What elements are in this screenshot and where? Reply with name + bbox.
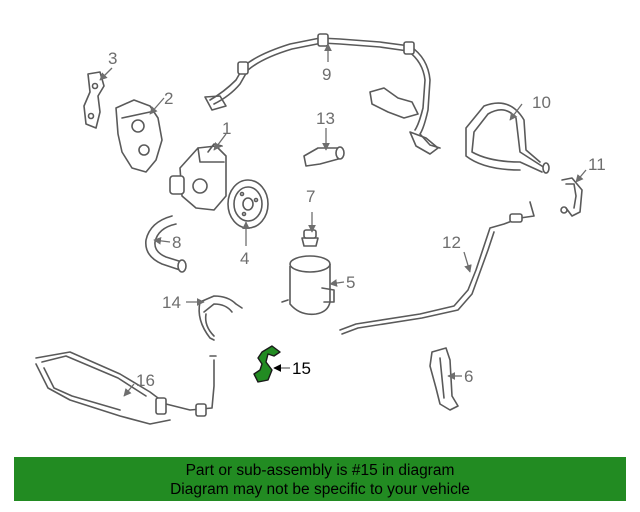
banner-line-1: Part or sub-assembly is #15 in diagram: [185, 462, 455, 479]
callout-2: 2: [164, 89, 173, 108]
part-3-bracket: [83, 71, 105, 129]
callout-12: 12: [442, 233, 461, 252]
part-10-return-hose: [465, 102, 550, 174]
info-banner: Part or sub-assembly is #15 in diagram D…: [14, 457, 626, 501]
part-9-pressure-hose: [204, 33, 441, 155]
part-11-pipe: [560, 177, 583, 217]
callout-13: 13: [316, 109, 335, 128]
parts-diagram: 3 2 1 9 10 13 11 7 8 12 4 5 14 15 6 16: [35, 33, 606, 425]
part-2-pump-bracket: [115, 99, 163, 173]
part-14-hose: [198, 295, 243, 341]
part-5-reservoir: [281, 255, 335, 316]
part-13-fitting: [303, 146, 345, 167]
part-1-power-steering-pump: [169, 143, 227, 211]
part-6-bracket: [429, 347, 459, 411]
part-4-pulley: [227, 179, 269, 229]
callout-6: 6: [464, 367, 473, 386]
callout-10: 10: [532, 93, 551, 112]
part-7-reservoir-cap: [301, 229, 319, 247]
callout-15: 15: [292, 359, 311, 378]
callout-14: 14: [162, 293, 181, 312]
callout-1: 1: [222, 119, 231, 138]
callout-16: 16: [136, 371, 155, 390]
part-15-hose-highlighted: [253, 345, 281, 383]
part-12-return-pipe: [339, 201, 535, 335]
callout-11: 11: [588, 155, 606, 174]
callout-8: 8: [172, 233, 181, 252]
callout-7: 7: [306, 187, 315, 206]
callout-5: 5: [346, 273, 355, 292]
callout-3: 3: [108, 49, 117, 68]
banner-line-2: Diagram may not be specific to your vehi…: [170, 481, 470, 498]
callout-9: 9: [322, 65, 331, 84]
part-16-pipe-assembly: [35, 351, 217, 425]
callout-4: 4: [240, 249, 249, 268]
